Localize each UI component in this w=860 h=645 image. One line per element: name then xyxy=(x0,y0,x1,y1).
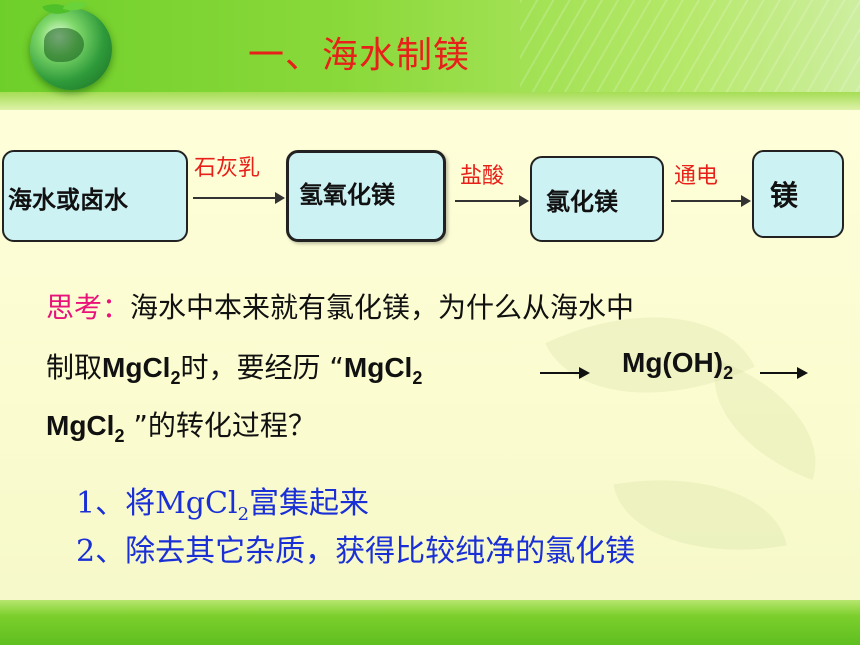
answer-2: 2、除去其它杂质，获得比较纯净的氯化镁 xyxy=(76,534,636,569)
arrow-icon xyxy=(193,192,285,204)
answer-text: 1、将 xyxy=(76,486,156,521)
formula-subscript: 2 xyxy=(114,425,125,446)
arrow-icon xyxy=(760,367,808,379)
question-formula-mgoh: Mg(OH)2 xyxy=(622,346,733,384)
formula-subscript: 2 xyxy=(723,362,734,383)
footer-band xyxy=(0,600,860,645)
answer-text: 富集起来 xyxy=(249,486,370,521)
formula-subscript: 2 xyxy=(412,367,423,388)
slide-title: 一、海水制镁 xyxy=(248,35,471,76)
arrow-icon xyxy=(455,195,529,207)
formula: MgCl xyxy=(155,486,238,521)
question-label: 思考： xyxy=(46,291,131,324)
step-label: 镁 xyxy=(770,179,799,212)
step-label: 氯化镁 xyxy=(546,188,618,216)
question-line-1: 思考：海水中本来就有氯化镁，为什么从海水中 xyxy=(46,286,634,326)
formula-subscript: 2 xyxy=(237,504,250,525)
step-box-magnesium-hydroxide: 氢氧化镁 xyxy=(286,150,446,242)
step-box-seawater: 海水或卤水 xyxy=(2,150,188,242)
formula: MgCl xyxy=(102,352,171,383)
header-band xyxy=(0,0,860,100)
formula: MgCl xyxy=(343,352,413,383)
arrow-icon xyxy=(671,195,751,207)
formula: Mg(OH) xyxy=(622,347,724,378)
question-text: 时，要经历 “ xyxy=(180,351,344,384)
header-pattern xyxy=(520,0,860,100)
reagent-label: 石灰乳 xyxy=(194,156,261,181)
question-text: 海水中本来就有氯化镁，为什么从海水中 xyxy=(130,291,635,324)
step-label: 氢氧化镁 xyxy=(299,181,395,209)
header-stripe xyxy=(0,92,860,110)
reagent-label: 盐酸 xyxy=(460,164,505,189)
question-text: 制取 xyxy=(46,351,103,384)
arrow-icon xyxy=(540,367,590,379)
question-line-2: 制取MgCl2时，要经历 “MgCl2 xyxy=(46,346,422,389)
step-box-magnesium-chloride: 氯化镁 xyxy=(530,156,664,242)
globe-land-shape xyxy=(44,28,84,62)
step-box-magnesium: 镁 xyxy=(752,150,844,238)
question-line-3: MgCl2 ”的转化过程？ xyxy=(46,404,316,447)
answer-1: 1、将MgCl2富集起来 xyxy=(76,478,369,525)
question-text: ”的转化过程？ xyxy=(124,409,316,442)
step-label: 海水或卤水 xyxy=(8,186,128,214)
formula-subscript: 2 xyxy=(170,367,181,388)
formula: MgCl xyxy=(46,410,115,441)
reagent-label: 通电 xyxy=(674,164,719,189)
background-leaf xyxy=(613,456,787,574)
